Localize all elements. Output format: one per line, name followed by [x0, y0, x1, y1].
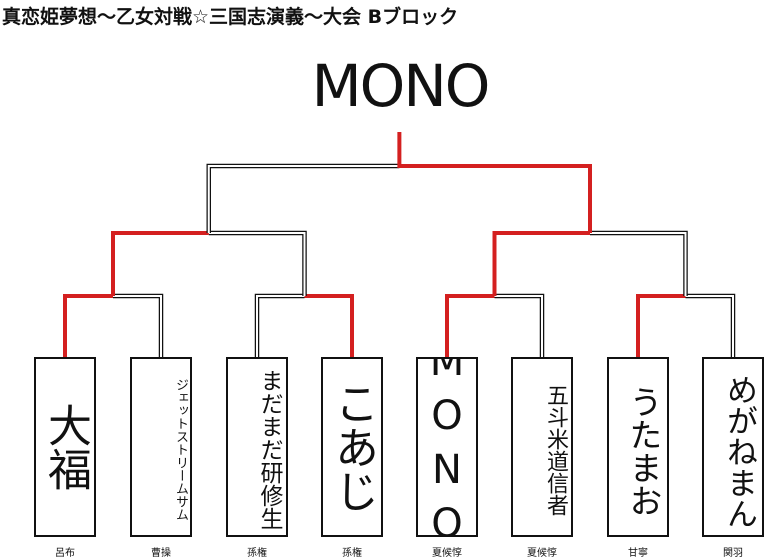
- entrant-box-5: MONO: [416, 357, 478, 537]
- bracket-line-r2: [208, 232, 306, 296]
- entrant-name: MONO: [424, 357, 470, 537]
- bracket-line-r1: [113, 293, 164, 357]
- entrant-name: こあじ: [327, 381, 378, 513]
- entrant-box-6: 五斗米道信者: [511, 357, 573, 537]
- bracket-line-r1-win: [636, 294, 686, 357]
- bracket-line-r1: [685, 295, 734, 357]
- bracket-line-r2-win: [492, 231, 590, 296]
- bracket-line-r2-win: [111, 231, 209, 296]
- bracket-line-r1-win: [63, 294, 113, 357]
- bracket-line-r1: [254, 293, 305, 357]
- entrant-name: 大福: [40, 403, 91, 491]
- character-label: 夏候惇: [432, 548, 462, 559]
- bracket-line-r2: [590, 232, 687, 296]
- entrant-box-1: 大福: [34, 357, 96, 537]
- bracket-line-r1-win: [304, 294, 354, 357]
- bracket-line-r1-win: [445, 294, 495, 357]
- entrant-box-3: まだまだ研修生: [226, 357, 288, 537]
- entrant-name: 五斗米道信者: [543, 384, 568, 516]
- bracket-line-r2: [208, 230, 307, 296]
- entrant-box-4: こあじ: [321, 357, 383, 537]
- entrant-box-8: めがねまん: [702, 357, 764, 537]
- character-label: 甘寧: [628, 548, 648, 559]
- entrant-box-2: ジェットストリームサム: [130, 357, 192, 537]
- bracket-line-r1: [494, 293, 545, 357]
- champion-name: MONO: [311, 52, 491, 120]
- entrant-name: めがねまん: [721, 373, 757, 529]
- character-label: 曹操: [151, 548, 171, 559]
- page-title: 真恋姫夢想～乙女対戦☆三国志演義～大会 Bブロック: [2, 6, 459, 28]
- entrant-name: まだまだ研修生: [256, 368, 282, 530]
- bracket-line-final-win: [397, 132, 592, 233]
- character-label: 孫権: [342, 548, 362, 559]
- bracket-line-r1: [494, 295, 543, 357]
- character-label: 孫権: [247, 548, 267, 559]
- bracket-line-final: [207, 165, 400, 233]
- entrant-name: うたまお: [624, 385, 663, 517]
- bracket-line-r2: [590, 230, 688, 296]
- bracket-line-final: [206, 163, 400, 233]
- character-label: 夏候惇: [527, 548, 557, 559]
- bracket-line-r1: [685, 293, 736, 357]
- character-label: 関羽: [723, 548, 743, 559]
- entrant-name: ジェットストリームサム: [173, 377, 188, 521]
- character-label: 呂布: [55, 548, 75, 559]
- bracket-line-r1: [113, 295, 162, 357]
- bracket-line-r1: [256, 295, 305, 357]
- entrant-box-7: うたまお: [607, 357, 669, 537]
